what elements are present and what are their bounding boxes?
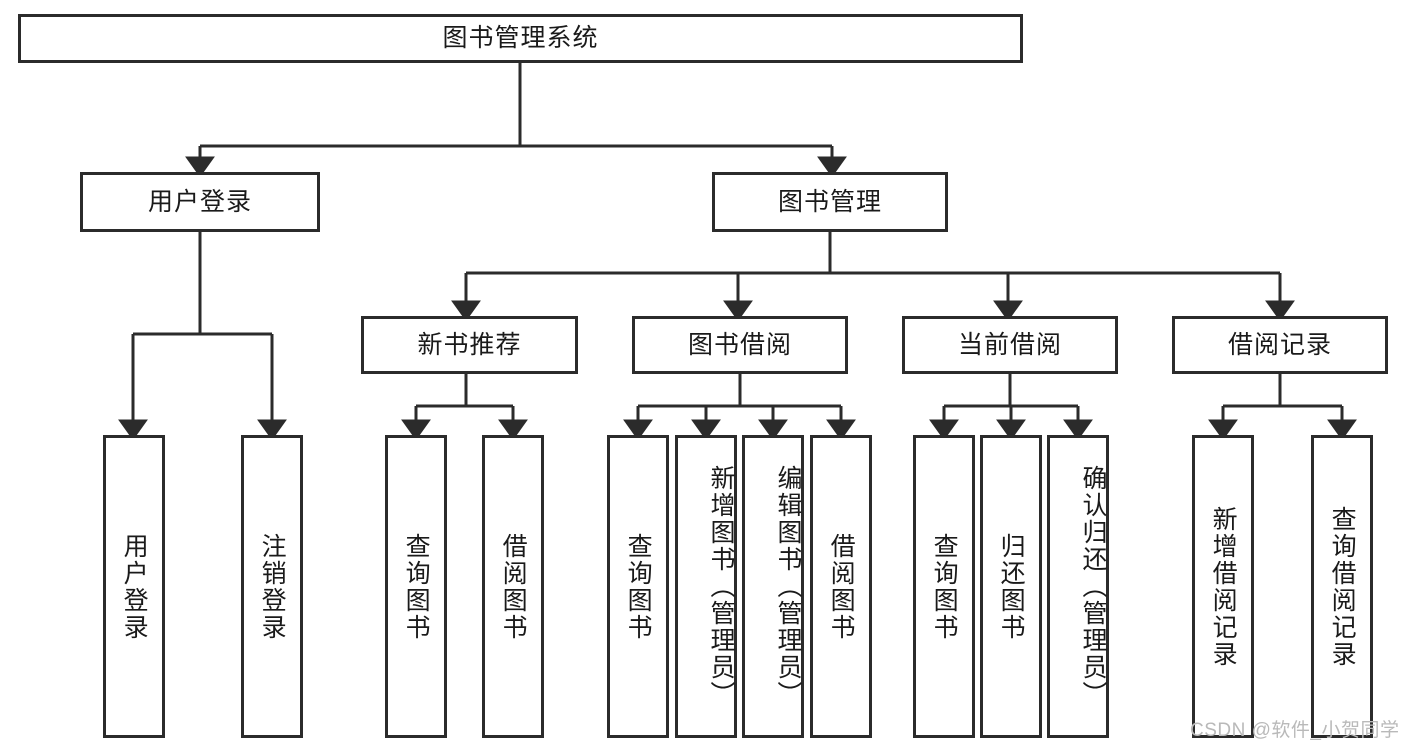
node-label: 借阅图书: [499, 532, 528, 641]
leaf-confirm-return-admin[interactable]: 确认归还（管理员）: [1047, 435, 1109, 738]
node-label: 查询借阅记录: [1328, 505, 1357, 668]
node-label: 注销登录: [258, 532, 287, 641]
leaf-query-book-recommendation[interactable]: 查询图书: [385, 435, 447, 738]
leaf-user-login[interactable]: 用户登录: [103, 435, 165, 738]
node-label: 新增借阅记录: [1209, 505, 1238, 668]
node-book-management[interactable]: 图书管理: [712, 172, 948, 232]
csdn-watermark: CSDN @软件_小贺同学: [1190, 720, 1400, 741]
leaf-borrow-book-borrowing[interactable]: 借阅图书: [810, 435, 872, 738]
node-new-book-recommendation[interactable]: 新书推荐: [361, 316, 578, 374]
node-label: 归还图书: [997, 532, 1026, 641]
leaf-borrow-book-recommendation[interactable]: 借阅图书: [482, 435, 544, 738]
node-label: 当前借阅: [957, 330, 1062, 359]
node-current-borrowing[interactable]: 当前借阅: [902, 316, 1118, 374]
node-label: 新增图书（管理员）: [707, 465, 735, 708]
leaf-query-book-borrowing[interactable]: 查询图书: [607, 435, 669, 738]
node-borrowing-record[interactable]: 借阅记录: [1172, 316, 1388, 374]
leaf-query-book-current[interactable]: 查询图书: [913, 435, 975, 738]
leaf-logout[interactable]: 注销登录: [241, 435, 303, 738]
node-label: 图书管理系统: [442, 24, 599, 53]
node-label: 编辑图书（管理员）: [774, 465, 802, 708]
node-label: 查询图书: [402, 532, 431, 641]
node-root-book-management-system[interactable]: 图书管理系统: [18, 14, 1023, 63]
leaf-edit-book-admin[interactable]: 编辑图书（管理员）: [742, 435, 804, 738]
leaf-query-borrowing-record[interactable]: 查询借阅记录: [1311, 435, 1373, 738]
node-label: 图书借阅: [687, 330, 792, 359]
node-user-login[interactable]: 用户登录: [80, 172, 320, 232]
node-label: 借阅记录: [1227, 330, 1332, 359]
node-label: 确认归还（管理员）: [1079, 465, 1107, 708]
node-label: 查询图书: [930, 532, 959, 641]
node-label: 借阅图书: [827, 532, 856, 641]
node-book-borrowing[interactable]: 图书借阅: [632, 316, 848, 374]
node-label: 查询图书: [624, 532, 653, 641]
node-label: 图书管理: [777, 187, 882, 216]
node-label: 用户登录: [120, 532, 149, 641]
leaf-return-book[interactable]: 归还图书: [980, 435, 1042, 738]
node-label: 用户登录: [147, 187, 252, 216]
leaf-add-borrowing-record[interactable]: 新增借阅记录: [1192, 435, 1254, 738]
node-label: 新书推荐: [417, 330, 522, 359]
leaf-add-book-admin[interactable]: 新增图书（管理员）: [675, 435, 737, 738]
